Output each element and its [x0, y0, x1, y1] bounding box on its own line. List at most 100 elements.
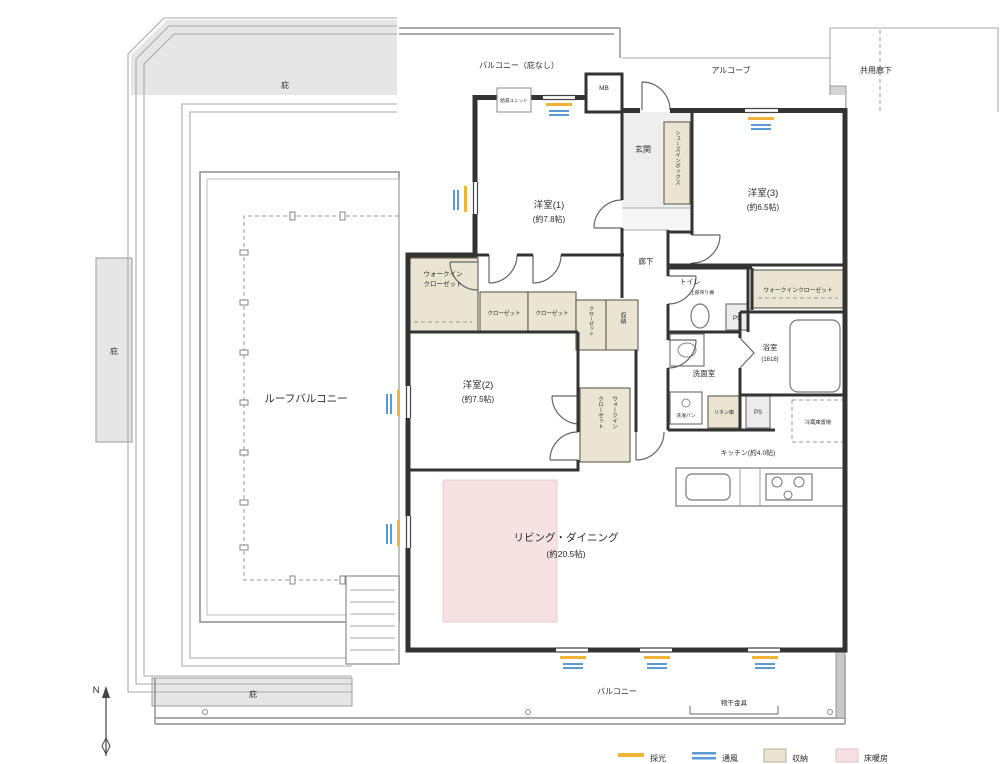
stair-detail	[345, 575, 400, 665]
vent-mark	[755, 667, 775, 669]
bath-size: (1618)	[761, 357, 778, 363]
washroom-label: 洗面室	[693, 368, 716, 378]
bath-label: 浴室	[763, 342, 778, 352]
roof-balcony-label: ルーフバルコニー	[264, 393, 347, 405]
stove	[765, 473, 813, 501]
toilet-shelf-label: 上部吊り棚	[690, 289, 714, 296]
balcony-wall-return	[835, 649, 846, 719]
alcove-label: アルコーブ	[711, 65, 750, 75]
room1-size: (約7.8帖)	[533, 214, 566, 224]
room3-name: 洋室(3)	[748, 187, 779, 199]
room2-name: 洋室(2)	[463, 379, 494, 391]
laundry-pan-label: 洗濯パン	[676, 412, 696, 419]
wic2-label-1: ウォークイン	[611, 396, 618, 430]
room3-size: (約6.5帖)	[747, 202, 780, 212]
compass-arrow	[102, 686, 110, 698]
legend-floor-heating-label: 床暖房	[864, 753, 888, 763]
compass-diamond	[101, 736, 111, 756]
eaves-stepped-frame: 庇 庇 庇	[95, 17, 397, 707]
ps-2-box	[745, 395, 771, 429]
fridge-label: 冷蔵庫置場	[805, 418, 831, 426]
toilet-fixture	[690, 303, 710, 329]
hanger-pipes	[414, 297, 838, 323]
closet3-label: クローゼット	[588, 306, 594, 336]
legend-ventilation-label: 通風	[722, 753, 738, 763]
vent-mark	[755, 663, 775, 665]
roof-balcony-dashed-line	[243, 215, 399, 581]
kitchen-sink	[685, 473, 731, 501]
fixtures	[591, 95, 846, 507]
laundry-pan-box	[669, 391, 703, 425]
balcony-bottom-label: バルコニー	[597, 687, 637, 696]
vent-mark	[457, 190, 459, 210]
vent-mark	[390, 524, 392, 544]
eaves-top-label: 庇	[281, 80, 289, 90]
daylight-mark	[397, 520, 400, 546]
vent-mark	[751, 128, 771, 130]
storage-small	[605, 299, 639, 351]
linen-label: リネン庫	[714, 409, 734, 416]
balcony-parapet	[154, 655, 846, 725]
vent-mark	[751, 124, 771, 126]
step-line-2	[135, 25, 397, 685]
hot-water-unit-box	[496, 87, 532, 113]
daylight-mark	[546, 103, 572, 106]
wic-2	[579, 387, 631, 463]
vent-mark	[386, 524, 388, 544]
daylight-mark	[397, 390, 400, 416]
step-line-5	[189, 111, 397, 659]
window-lines	[405, 94, 780, 653]
vent-mark	[647, 667, 667, 669]
wic-left-label-1: ウォークイン	[424, 270, 463, 278]
vanity-basin	[677, 342, 697, 358]
mb-label: MB	[599, 85, 609, 92]
balcony-drains	[202, 709, 833, 715]
roof-balcony-supports	[239, 211, 346, 585]
bathtub	[789, 319, 841, 393]
living-size: (約20.5帖)	[546, 549, 585, 559]
legend-storage-icon	[763, 748, 787, 763]
entrance-step-lines	[622, 207, 692, 231]
vent-mark	[549, 114, 569, 116]
common-corridor-label: 共用廊下	[860, 65, 892, 75]
entrance-step	[622, 208, 692, 230]
eaves-band-top	[131, 20, 397, 95]
closet2-label: クローゼット	[535, 309, 568, 317]
toilet-label: トイレ	[680, 279, 701, 286]
kitchen-label: キッチン(約4.0帖)	[721, 448, 776, 457]
vent-mark	[647, 663, 667, 665]
ps2-label: PS	[754, 410, 762, 416]
closet-2	[527, 291, 577, 333]
step-line-3	[143, 33, 397, 677]
legend-ventilation-icon	[692, 757, 716, 760]
room1-name: 洋室(1)	[534, 199, 565, 211]
top-balcony-parapet	[399, 27, 621, 58]
hallway-label: 廊下	[639, 256, 654, 266]
legend: 採光 通風 収納 床暖房	[618, 748, 888, 763]
north-label: N	[93, 685, 100, 696]
wic-left	[407, 257, 479, 333]
laundry-bracket-label: 物干金具	[721, 698, 748, 707]
shoe-box-label: シューズインボックス	[674, 130, 681, 185]
corridor-outline	[829, 27, 999, 112]
linen-closet	[707, 395, 741, 429]
ps1-label: PS	[733, 316, 741, 322]
legend-ventilation-icon	[692, 752, 716, 755]
daylight-mark	[560, 656, 586, 659]
step-line-4	[181, 103, 397, 667]
closet1-label: クローゼット	[487, 309, 520, 317]
daylight-mark	[644, 656, 670, 659]
wic-left-label-2: クローゼット	[424, 279, 463, 288]
ventilation-marks	[386, 110, 775, 669]
vent-mark	[453, 190, 455, 210]
meter-box	[584, 72, 624, 114]
wic-right-label: ウォークインクローゼット	[763, 286, 833, 294]
interior-walls	[408, 97, 845, 472]
storage-small-label: 収納	[619, 312, 626, 325]
laundry-bracket-symbol	[689, 706, 779, 715]
vent-mark	[390, 394, 392, 414]
eaves-band-left	[95, 257, 133, 443]
eaves-bottom-label: 庇	[249, 689, 257, 699]
wic-right	[751, 269, 846, 309]
